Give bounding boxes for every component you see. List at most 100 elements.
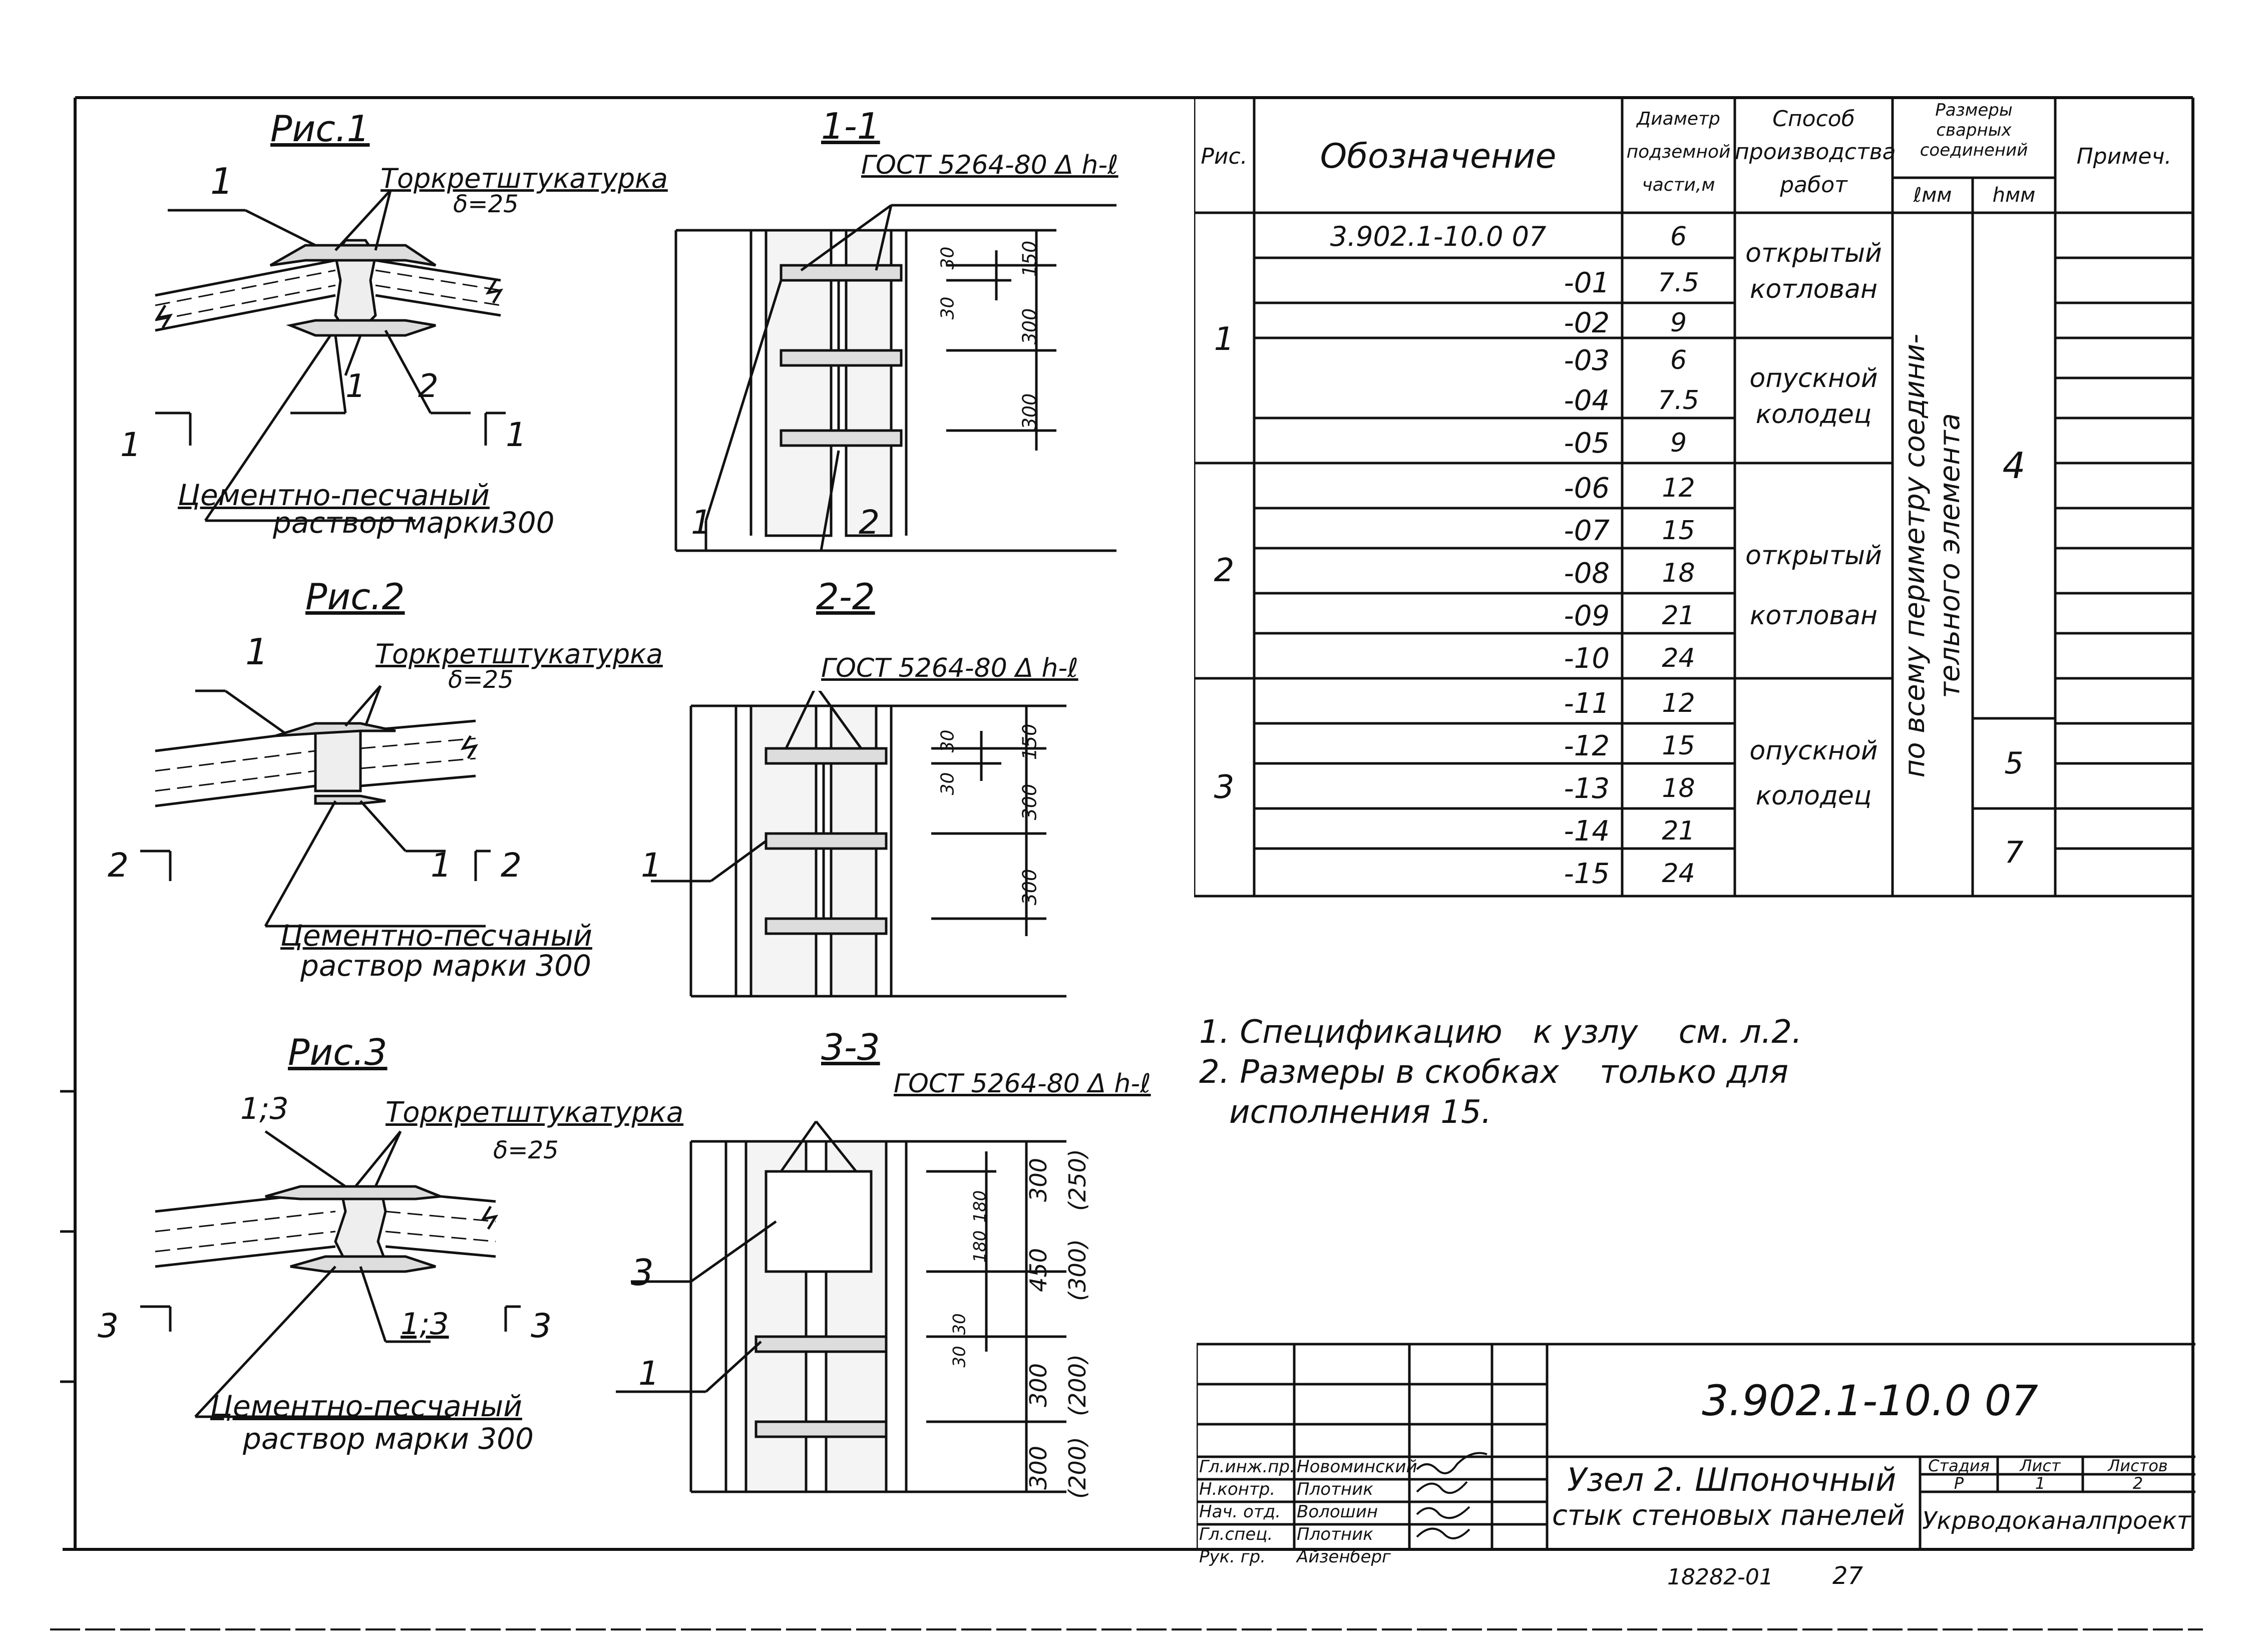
section-1-1-gost: ГОСТ 5264-80 Δ h-ℓ: [861, 150, 1118, 180]
name-cell: Плотник: [1297, 1479, 1373, 1499]
table-row: -13: [1564, 772, 1610, 805]
fig1-title: Рис.1: [270, 108, 370, 150]
section-3-3-dim-300c: 300: [1024, 1446, 1052, 1490]
section-3-3-dim-250: (250): [1063, 1149, 1091, 1211]
fig1-callout-delta: δ=25: [453, 190, 519, 218]
fig3-mortar-line2: раствор марки 300: [243, 1422, 534, 1456]
note-line-2: 2. Размеры в скобках только для: [1199, 1054, 1788, 1091]
fig2-cut-mid: 1: [431, 846, 452, 885]
table-row: 15: [1662, 731, 1695, 761]
fig2-title: Рис.2: [305, 576, 405, 618]
diameter-line-1: Диаметр: [1637, 109, 1720, 129]
fig2-callout-delta: δ=25: [448, 666, 514, 694]
table-row: 6: [1670, 345, 1687, 375]
table-row: 7.5: [1658, 385, 1699, 416]
note-line-3: исполнения 15.: [1229, 1094, 1491, 1131]
section-2-2-dim-30b: 30: [937, 772, 958, 795]
fig3-callout-delta: δ=25: [493, 1136, 559, 1164]
page-number: 27: [1832, 1562, 1863, 1590]
fig3-callout-13a: 1;3: [240, 1091, 289, 1126]
org-name: Укрводоканалпроект: [1922, 1506, 2191, 1535]
section-1-1-dim-30b: 30: [937, 296, 958, 320]
section-1-1-dim-30a: 30: [937, 246, 958, 270]
fig3-title: Рис.3: [288, 1031, 388, 1073]
table-row: 3.902.1-10.0 07: [1330, 221, 1547, 252]
section-3-3-title: 3-3: [821, 1026, 880, 1068]
method-cell-2: опускной колодец: [1735, 360, 1893, 433]
title-block-doc-code: 3.902.1-10.0 07: [1702, 1376, 2038, 1425]
table-row: 18: [1662, 773, 1695, 803]
section-3-3-dim-200b: (200): [1063, 1437, 1091, 1499]
fig1-cut-left: 1: [120, 426, 141, 464]
title-block-roles: Гл.инж.пр. Н.контр. Нач. отд. Гл.спец. Р…: [1199, 1456, 1295, 1568]
method-cell-4: опускной колодец: [1735, 728, 1893, 818]
fig1-elevation: [155, 189, 506, 522]
section-3-3-gost: ГОСТ 5264-80 Δ h-ℓ: [894, 1069, 1151, 1099]
archive-number: 18282-01: [1667, 1564, 1773, 1590]
name-cell: Айзенберг: [1297, 1547, 1391, 1567]
title-block-names: Новоминский Плотник Волошин Плотник Айзе…: [1297, 1456, 1417, 1568]
section-2-2-dim-150: 150: [1018, 723, 1041, 760]
table-row: -04: [1564, 384, 1610, 417]
section-3-3-label-1: 1: [638, 1354, 659, 1393]
table-row: 24: [1662, 643, 1695, 673]
section-3-3-label-3: 3: [631, 1252, 654, 1294]
table-header-designation: Обозначение: [1320, 137, 1557, 176]
role-cell: Нач. отд.: [1199, 1502, 1281, 1522]
fig3-cut-right: 3: [531, 1307, 552, 1345]
stage-value: Р: [1954, 1473, 1964, 1493]
fig2-mortar-line1: Цементно-песчаный: [280, 919, 592, 953]
section-2-2-label-1: 1: [641, 846, 662, 885]
section-1-1-label-1: 1: [691, 503, 712, 542]
table-row: -14: [1564, 814, 1610, 848]
method-text: опускной: [1749, 363, 1878, 393]
section-2-2-dim-300a: 300: [1018, 783, 1041, 820]
section-3-3-dim-30a: 30: [949, 1313, 970, 1335]
sheet-label: Лист: [2020, 1456, 2061, 1475]
method-cell-1: открытый котлован: [1735, 235, 1893, 307]
fig2-cut-left: 2: [108, 846, 129, 885]
role-cell: Гл.спец.: [1199, 1524, 1273, 1544]
table-row: 21: [1662, 601, 1695, 631]
method-text: открытый: [1745, 541, 1882, 571]
table-row: -06: [1564, 472, 1610, 505]
fig3-elevation: [140, 1130, 521, 1418]
table-row: 9: [1670, 308, 1687, 338]
table-row: -15: [1564, 857, 1610, 890]
h-value-5: 5: [2004, 746, 2024, 781]
fig2-callout-torkret: Торкретштукатурка: [375, 638, 663, 670]
fig3-callout-torkret: Торкретштукатурка: [386, 1096, 684, 1129]
table-header-l: ℓмм: [1913, 184, 1952, 207]
fig2-mortar-line2: раствор марки 300: [300, 949, 591, 983]
table-row: -12: [1564, 729, 1610, 762]
method-text: колодец: [1755, 399, 1872, 430]
weld-line-3: соединений: [1920, 140, 2028, 160]
role-cell: Гл.инж.пр.: [1199, 1457, 1295, 1477]
table-header-weld: Размеры сварных соединений: [1893, 100, 2055, 175]
section-3-3-dim-180b: 180: [970, 1230, 990, 1263]
name-cell: Плотник: [1297, 1524, 1373, 1544]
section-2-2-dim-30a: 30: [937, 729, 958, 753]
table-row: 6: [1670, 221, 1687, 252]
table-header-diameter: Диаметр подземной части,м: [1622, 103, 1735, 213]
method-line-1: Способ: [1772, 106, 1855, 132]
table-row: -09: [1564, 599, 1610, 632]
fig3-callout-13b: 1;3: [401, 1307, 449, 1342]
method-text: опускной: [1749, 736, 1878, 766]
title-block-title-2: стык стеновых панелей: [1552, 1499, 1905, 1532]
table-row: -10: [1564, 642, 1610, 675]
weld-line-2: сварных: [1936, 120, 2012, 140]
weld-line-1: Размеры: [1935, 100, 2013, 120]
sheets-value: 2: [2132, 1473, 2143, 1493]
fig1-cut-right: 1: [506, 416, 527, 454]
fig2-callout-1: 1: [245, 631, 268, 673]
fig1-callout-1: 1: [210, 160, 233, 202]
fig1-mortar-line1: Цементно-песчаный: [178, 478, 490, 512]
section-1-1-label-2: 2: [859, 503, 880, 542]
ris-group-3: 3: [1214, 768, 1235, 806]
stage-label: Стадия: [1928, 1456, 1990, 1475]
section-3-3: [616, 1120, 1066, 1493]
table-row: -02: [1564, 306, 1610, 339]
name-cell: Волошин: [1297, 1502, 1378, 1522]
